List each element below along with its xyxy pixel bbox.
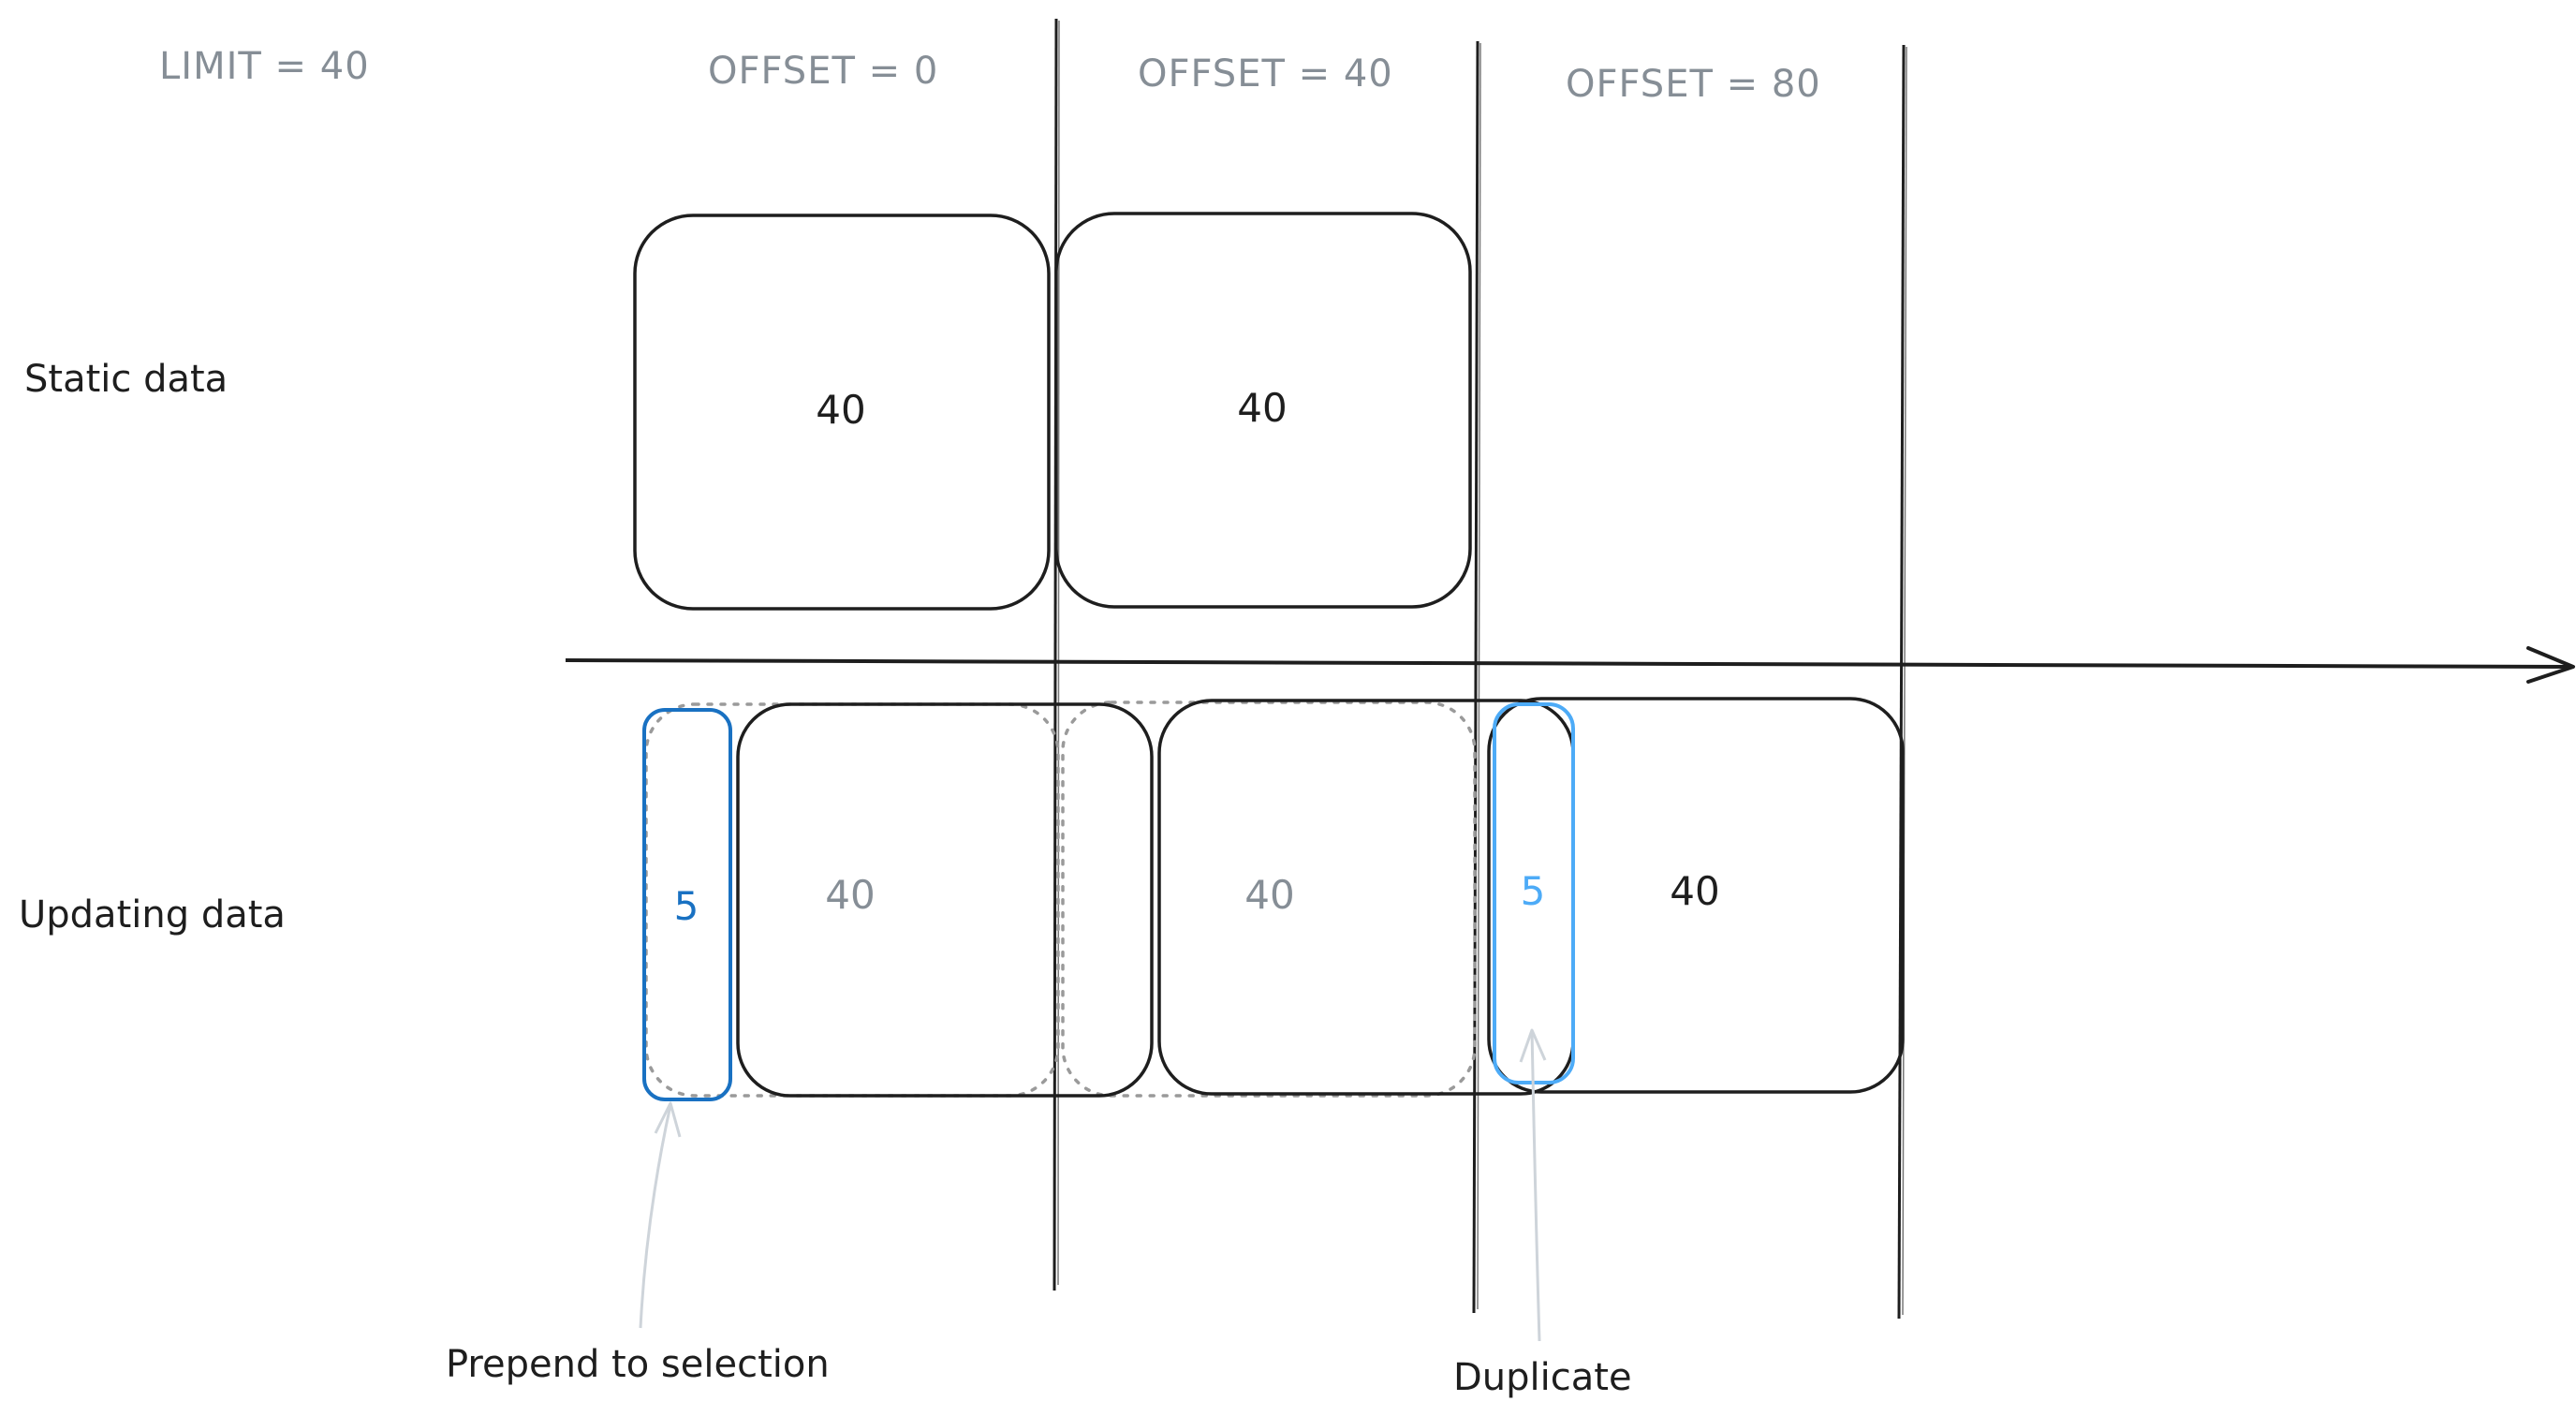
original-page-outline-2 — [1061, 701, 1477, 1098]
boundary-line-end-shadow — [1902, 46, 1907, 1316]
prepended-rows-count: 5 — [674, 883, 699, 929]
updating-block-2-count: 40 — [1244, 872, 1294, 918]
offset-0-label: OFFSET = 0 — [708, 50, 938, 93]
static-block-2-count: 40 — [1237, 385, 1287, 431]
timeline-arrow — [565, 646, 2575, 684]
boundary-line-offset-80 — [1472, 40, 1479, 1314]
updating-block-1-count: 40 — [825, 872, 875, 918]
boundary-line-offset-40-shadow — [1057, 20, 1060, 1286]
updating-block-1: 40 — [736, 702, 1154, 1098]
static-block-1-count: 40 — [816, 387, 865, 433]
updating-block-3-count: 40 — [1670, 868, 1719, 914]
static-block-1: 40 — [633, 214, 1051, 611]
static-data-label: Static data — [24, 358, 228, 401]
boundary-line-end — [1897, 44, 1906, 1320]
static-block-2: 40 — [1054, 212, 1472, 609]
duplicate-pointer-arrow — [1519, 1028, 1547, 1342]
offset-40-label: OFFSET = 40 — [1138, 52, 1393, 96]
boundary-line-offset-80-shadow — [1477, 42, 1481, 1310]
offset-80-label: OFFSET = 80 — [1566, 63, 1821, 106]
prepend-note: Prepend to selection — [446, 1343, 830, 1386]
prepend-pointer-arrow — [639, 1101, 682, 1329]
updating-data-label: Updating data — [19, 893, 286, 937]
limit-label: LIMIT = 40 — [159, 45, 370, 88]
duplicate-note: Duplicate — [1453, 1356, 1632, 1399]
prepended-rows-block: 5 — [642, 708, 732, 1101]
updating-block-2: 40 — [1157, 699, 1575, 1096]
updating-block-3: 40 — [1487, 697, 1905, 1094]
boundary-line-offset-40 — [1052, 18, 1058, 1291]
duplicate-rows-block: 5 — [1493, 702, 1575, 1084]
duplicate-rows-count: 5 — [1521, 868, 1546, 914]
